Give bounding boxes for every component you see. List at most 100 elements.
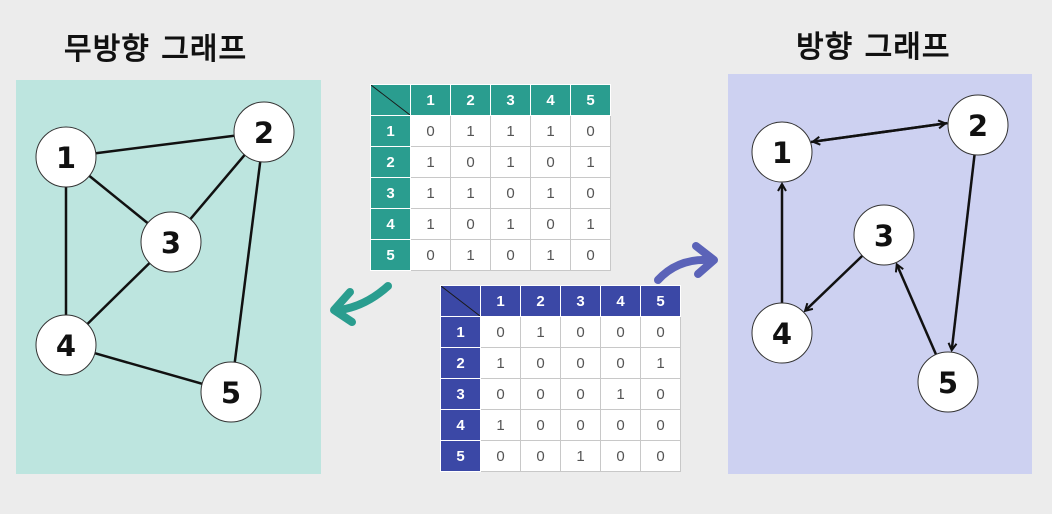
row-header: 4 xyxy=(440,409,481,441)
matrix-cell: 0 xyxy=(600,316,641,348)
curved-arrow-right-icon xyxy=(654,242,718,284)
matrix-cell: 0 xyxy=(520,440,561,472)
matrix-cell: 1 xyxy=(450,177,491,209)
undirected-graph: 1 2 3 4 5 xyxy=(35,101,295,423)
edge-4-5 xyxy=(94,352,203,385)
matrix-cell: 0 xyxy=(490,239,531,271)
matrix-cell: 0 xyxy=(520,378,561,410)
matrix-cell: 0 xyxy=(480,440,521,472)
undirected-graph-panel: 1 2 3 4 5 xyxy=(16,80,321,474)
directed-graph: 1 2 3 4 5 xyxy=(751,94,1009,413)
node-label: 1 xyxy=(772,136,792,170)
node-3: 3 xyxy=(140,211,202,273)
node-1: 1 xyxy=(751,121,813,183)
node-label: 2 xyxy=(968,109,988,143)
node-label: 2 xyxy=(254,116,274,150)
matrix-cell: 0 xyxy=(410,115,451,147)
column-header: 5 xyxy=(640,285,681,317)
matrix-cell: 0 xyxy=(600,440,641,472)
matrix-cell: 1 xyxy=(490,146,531,178)
matrix-cell: 1 xyxy=(640,347,681,379)
matrix-cell: 0 xyxy=(480,378,521,410)
matrix-cell: 1 xyxy=(490,115,531,147)
row-header: 2 xyxy=(370,146,411,178)
matrix-cell: 0 xyxy=(410,239,451,271)
column-header: 5 xyxy=(570,84,611,116)
matrix-cell: 0 xyxy=(640,409,681,441)
undirected-graph-title: 무방향 그래프 xyxy=(64,32,248,67)
matrix-cell: 1 xyxy=(450,239,491,271)
row-header: 3 xyxy=(370,177,411,209)
row-header: 1 xyxy=(370,115,411,147)
node-label: 4 xyxy=(56,329,76,363)
node-label: 1 xyxy=(56,141,76,175)
node-3: 3 xyxy=(853,204,915,266)
matrix-cell: 1 xyxy=(410,177,451,209)
matrix-cell: 0 xyxy=(640,378,681,410)
matrix-cell: 0 xyxy=(600,347,641,379)
edge-5-3 xyxy=(897,264,938,355)
matrix-cell: 1 xyxy=(530,177,571,209)
matrix-cell: 0 xyxy=(530,208,571,240)
matrix-cell: 0 xyxy=(490,177,531,209)
matrix-cell: 0 xyxy=(450,208,491,240)
row-header: 4 xyxy=(370,208,411,240)
node-5: 5 xyxy=(200,361,262,423)
edge-2-1 xyxy=(813,121,948,142)
matrix-cell: 0 xyxy=(560,378,601,410)
edge-3-4 xyxy=(86,262,151,325)
column-header: 3 xyxy=(560,285,601,317)
matrix-cell: 1 xyxy=(410,146,451,178)
node-2: 2 xyxy=(947,94,1009,156)
curved-arrow-left-icon xyxy=(330,282,392,326)
column-header: 4 xyxy=(600,285,641,317)
matrix-cell: 0 xyxy=(640,440,681,472)
edge-2-3 xyxy=(189,154,246,220)
row-header: 1 xyxy=(440,316,481,348)
edge-2-5 xyxy=(233,161,262,363)
matrix-cell: 1 xyxy=(530,239,571,271)
matrix-cell: 1 xyxy=(450,115,491,147)
matrix-cell: 0 xyxy=(570,239,611,271)
node-label: 4 xyxy=(772,317,792,351)
matrix-cell: 0 xyxy=(450,146,491,178)
column-header: 4 xyxy=(530,84,571,116)
edge-3-4 xyxy=(805,254,864,311)
row-header: 5 xyxy=(440,440,481,472)
matrix-cell: 1 xyxy=(570,208,611,240)
column-header: 1 xyxy=(410,84,451,116)
column-header: 1 xyxy=(480,285,521,317)
node-1: 1 xyxy=(35,126,97,188)
matrix-cell: 0 xyxy=(480,316,521,348)
column-header: 3 xyxy=(490,84,531,116)
matrix-cell: 1 xyxy=(560,440,601,472)
matrix-cell: 1 xyxy=(480,409,521,441)
node-label: 5 xyxy=(938,366,958,400)
row-header: 2 xyxy=(440,347,481,379)
node-2: 2 xyxy=(233,101,295,163)
matrix-cell: 0 xyxy=(570,115,611,147)
node-label: 5 xyxy=(221,376,241,410)
column-header: 2 xyxy=(520,285,561,317)
matrix-cell: 1 xyxy=(570,146,611,178)
matrix-cell: 1 xyxy=(410,208,451,240)
edge-1-2 xyxy=(95,134,235,155)
node-4: 4 xyxy=(751,302,813,364)
matrix-corner-cell xyxy=(440,285,481,317)
matrix-corner-cell xyxy=(370,84,411,116)
matrix-cell: 0 xyxy=(520,409,561,441)
directed-graph-title: 방향 그래프 xyxy=(796,30,951,65)
directed-graph-panel: 1 2 3 4 5 xyxy=(728,74,1032,474)
